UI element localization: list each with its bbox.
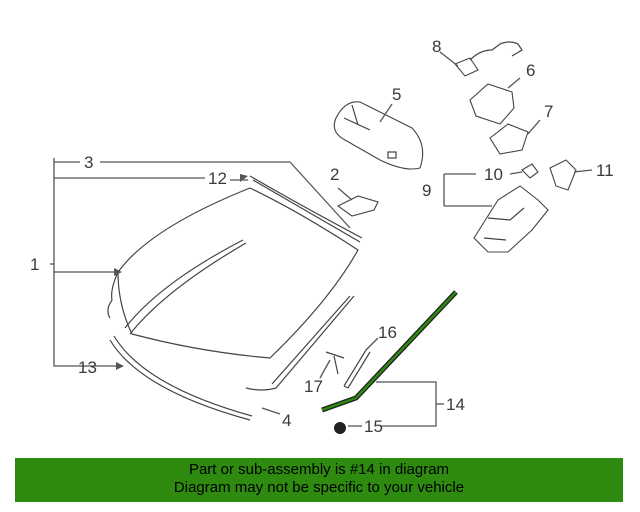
side-moulding-4[interactable] [245,295,355,391]
callout-16: 16 [378,323,397,342]
parts-diagram: 1 2 3 4 5 6 7 8 9 10 11 12 13 14 15 16 1… [30,37,614,436]
callout-8: 8 [432,37,441,56]
callout-11: 11 [596,161,614,180]
trim-clip-2[interactable] [336,195,379,217]
callout-12: 12 [208,169,227,188]
clip-15[interactable] [334,422,346,434]
arrow-13 [116,362,124,370]
callout-3: 3 [84,153,93,172]
callout-1: 1 [30,255,39,274]
callout-5: 5 [392,85,401,104]
callout-7: 7 [544,102,553,121]
rod-16[interactable] [343,349,371,389]
top-moulding-12[interactable] [249,175,363,243]
callout-15: 15 [364,417,383,436]
callout-10: 10 [484,165,503,184]
clip-17[interactable] [325,351,345,375]
fastener-10[interactable] [521,163,539,179]
banner-line-2: Diagram may not be specific to your vehi… [173,479,465,496]
callout-2: 2 [330,165,339,184]
sensor-cable-8[interactable] [454,41,523,77]
sensor-housing-9[interactable] [473,185,549,253]
cover-7[interactable] [489,123,529,155]
callout-9: 9 [422,181,431,200]
lower-moulding-13[interactable] [109,335,253,421]
windshield-glass[interactable] [107,187,359,359]
cowl-moulding-14[interactable] [321,290,458,413]
leader-lines [50,51,593,427]
callout-17: 17 [304,377,323,396]
arrow-1 [114,268,122,276]
arrow-12 [240,174,248,182]
rear-view-mirror-5[interactable] [333,101,424,170]
callout-13: 13 [78,358,97,377]
mount-bracket-6[interactable] [469,83,515,125]
banner-line-1: Part or sub-assembly is #14 in diagram [188,461,450,478]
bracket-11[interactable] [549,159,577,191]
callout-4: 4 [282,411,291,430]
callout-6: 6 [526,61,535,80]
callout-14: 14 [446,395,465,414]
info-banner: Part or sub-assembly is #14 in diagram D… [15,458,623,502]
